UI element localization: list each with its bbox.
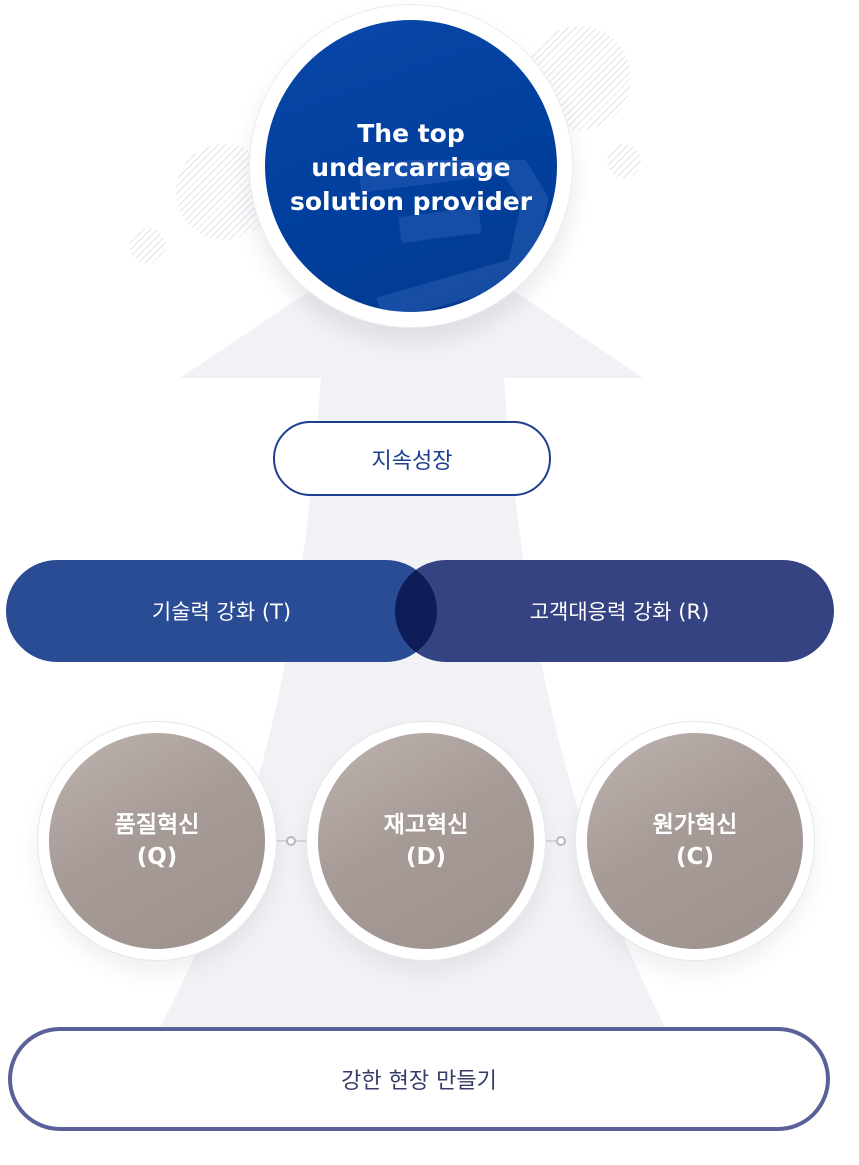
innovation-title: 원가혁신 xyxy=(652,812,738,838)
innovation-inventory: 재고혁신 (D) xyxy=(318,733,534,949)
innovation-code: (C) xyxy=(676,844,714,870)
goal-circle xyxy=(265,20,557,312)
goal-title-line: undercarriage xyxy=(311,153,511,182)
innovation-cost: 원가혁신 (C) xyxy=(587,733,803,949)
connector-dot xyxy=(286,836,296,846)
goal-title-line: The top xyxy=(357,119,465,148)
decorative-hatch-circle xyxy=(130,228,166,264)
growth-label: 지속성장 xyxy=(371,448,453,474)
innovation-title: 재고혁신 xyxy=(383,812,469,838)
brand-watermark-icon xyxy=(360,160,548,312)
goal-title: The top undercarriage solution provider xyxy=(265,22,557,314)
strategy-customer-label: 고객대응력 강화 (R) xyxy=(529,600,710,624)
innovation-code: (Q) xyxy=(136,844,178,870)
strategy-customer-pill: 고객대응력 강화 (R) xyxy=(395,560,834,662)
strategy-technology-pill: 기술력 강화 (T) xyxy=(6,560,437,662)
foundation-pill: 강한 현장 만들기 xyxy=(8,1027,830,1131)
innovation-code: (D) xyxy=(405,844,447,870)
innovation-title: 품질혁신 xyxy=(114,812,200,838)
foundation-label: 강한 현장 만들기 xyxy=(341,1069,497,1094)
goal-title-line: solution provider xyxy=(289,187,533,216)
connector-dot xyxy=(556,836,566,846)
growth-pill: 지속성장 xyxy=(273,421,551,496)
decorative-hatch-circle xyxy=(607,144,641,178)
strategy-technology-label: 기술력 강화 (T) xyxy=(151,600,292,624)
innovation-quality: 품질혁신 (Q) xyxy=(49,733,265,949)
